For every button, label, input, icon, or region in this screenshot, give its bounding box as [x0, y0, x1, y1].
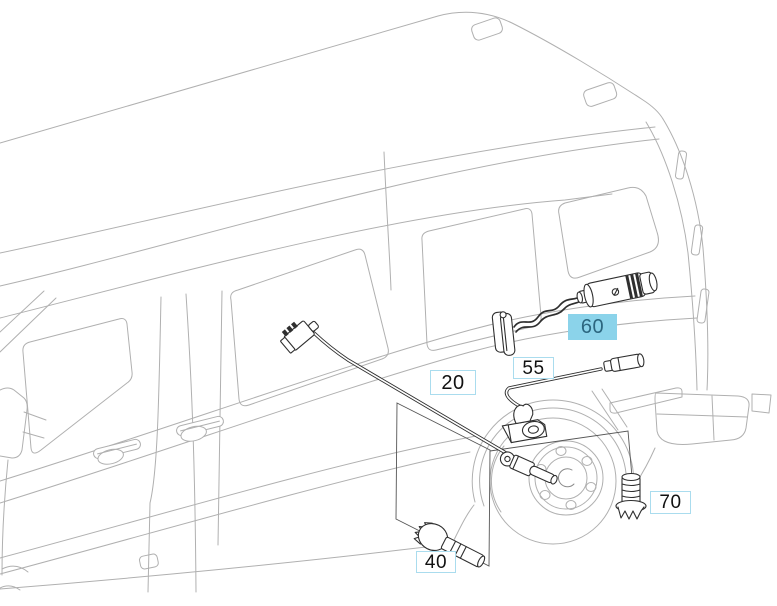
rim-lip	[534, 446, 598, 510]
cable-connector	[280, 320, 319, 354]
door-handle-front	[93, 438, 141, 465]
callout-20[interactable]: 20	[430, 370, 476, 395]
a-pillar	[0, 290, 57, 353]
wear-sensor-body	[576, 271, 658, 308]
bracket-body	[501, 403, 548, 444]
driver-window	[22, 318, 133, 454]
rear-inner-edge	[645, 121, 698, 391]
mid-window	[421, 208, 542, 351]
callout-40[interactable]: 40	[416, 551, 456, 573]
leader-line-70	[489, 430, 633, 478]
rear-bumper	[654, 392, 772, 445]
rear-door-hinges	[674, 150, 710, 324]
rear-quarter-window	[558, 186, 659, 279]
roof-vent	[471, 17, 503, 41]
callout-60[interactable]: 60	[568, 314, 617, 340]
detail-frame	[395, 402, 633, 567]
wear-sensor-clip	[491, 311, 516, 356]
sliding-door-window	[230, 248, 389, 407]
side-mirror	[0, 387, 47, 459]
part-55-sensor-bracket	[501, 353, 645, 444]
wheel-speed-sensor	[499, 451, 558, 485]
part-40-bolt	[413, 522, 486, 568]
rear-wheel	[471, 399, 635, 545]
bracket-cable-connector	[603, 353, 645, 372]
part-20-sensor-cable	[280, 320, 558, 485]
hub-center-mark	[557, 468, 575, 488]
wheel-arch-inner	[479, 407, 627, 507]
fuel-cap	[138, 553, 159, 570]
roof-edge	[0, 11, 664, 144]
screw-spline-skirt	[617, 506, 645, 520]
callout-55[interactable]: 55	[513, 357, 554, 379]
rear-arch-lines	[591, 388, 628, 431]
side-molding	[609, 387, 683, 414]
door-handle-sliding	[176, 415, 224, 442]
callout-70[interactable]: 70	[650, 491, 691, 514]
wheel-arch-outer	[471, 399, 635, 503]
roof-trim-lines	[0, 126, 660, 319]
part-70-screw	[615, 472, 647, 520]
sidewall-arc	[490, 445, 505, 513]
rim-outer	[528, 440, 604, 516]
part-60-wear-sensor	[491, 271, 658, 356]
roof-vent	[583, 82, 618, 107]
